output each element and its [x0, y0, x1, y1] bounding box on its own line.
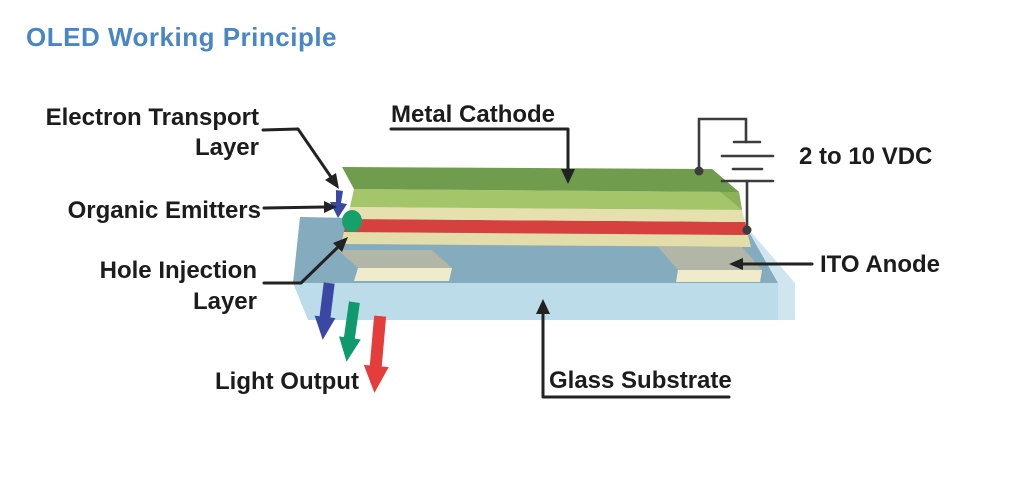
light-arrow-green-shaft — [343, 301, 360, 341]
light-arrow-green-head — [338, 336, 361, 362]
light-output-arrow-blue — [314, 282, 336, 340]
metal-cathode-pointer-line — [389, 127, 570, 172]
light-arrow-red-shaft — [369, 315, 387, 369]
electron-transport-pointer-arrowhead-icon — [325, 173, 339, 189]
oled-layer-stack — [341, 167, 751, 247]
label-light-output: Light Output — [215, 368, 359, 395]
hole-injection-pointer-arrowhead-icon — [333, 237, 348, 252]
metal-cathode-pointer-arrowhead-icon — [561, 169, 575, 184]
light-output-arrow-red — [363, 315, 389, 393]
glass-substrate-side-face — [745, 225, 795, 320]
page-title: OLED Working Principle — [26, 22, 338, 52]
organic-emitters-pointer-arrowhead-icon — [324, 201, 337, 213]
light-arrow-blue-shaft — [319, 282, 335, 320]
light-output-arrow-green — [338, 301, 361, 362]
electron-transport-layer-shape — [347, 207, 745, 222]
battery-top-wire — [697, 117, 748, 173]
light-arrow-blue-head — [314, 315, 336, 340]
ito-pad-right-front-face — [676, 270, 762, 282]
metal-cathode-front-face — [350, 189, 742, 210]
metal-cathode-top-face — [342, 167, 739, 192]
dc-source-circuit — [694, 117, 775, 235]
glass-substrate-front-face — [293, 283, 778, 320]
label-pointers — [261, 127, 814, 399]
organic-emitter-layer-shape — [344, 219, 748, 235]
ito-pad-left-top-face — [338, 250, 452, 268]
electron-transport-pointer-line — [261, 127, 333, 179]
glass-substrate-pointer-arrowhead-icon — [536, 299, 550, 314]
hole-injection-pointer-line — [262, 246, 339, 285]
ito-anode-pointer-arrowhead-icon — [729, 258, 743, 270]
label-voltage: 2 to 10 VDC — [799, 143, 933, 170]
label-metal-cathode: Metal Cathode — [391, 101, 556, 128]
label-glass-substrate: Glass Substrate — [549, 367, 732, 394]
electron-mini-arrow-icon — [330, 190, 347, 218]
label-electron-transport-layer: Electron Transport Layer — [45, 104, 259, 161]
organic-emitter-dot — [342, 210, 362, 232]
label-organic-emitters: Organic Emitters — [67, 197, 261, 224]
hole-injection-layer-shape — [341, 232, 751, 247]
anode-contact-dot — [742, 225, 752, 235]
cathode-contact-dot — [694, 166, 704, 176]
label-ito-anode: ITO Anode — [820, 251, 940, 278]
ito-pad-left-front-face — [354, 268, 452, 281]
light-arrow-red-head — [363, 364, 389, 393]
glass-substrate-pointer-line — [541, 311, 731, 399]
organic-emitters-pointer-line — [262, 205, 327, 210]
label-hole-injection-layer: Hole Injection Layer — [99, 257, 257, 315]
